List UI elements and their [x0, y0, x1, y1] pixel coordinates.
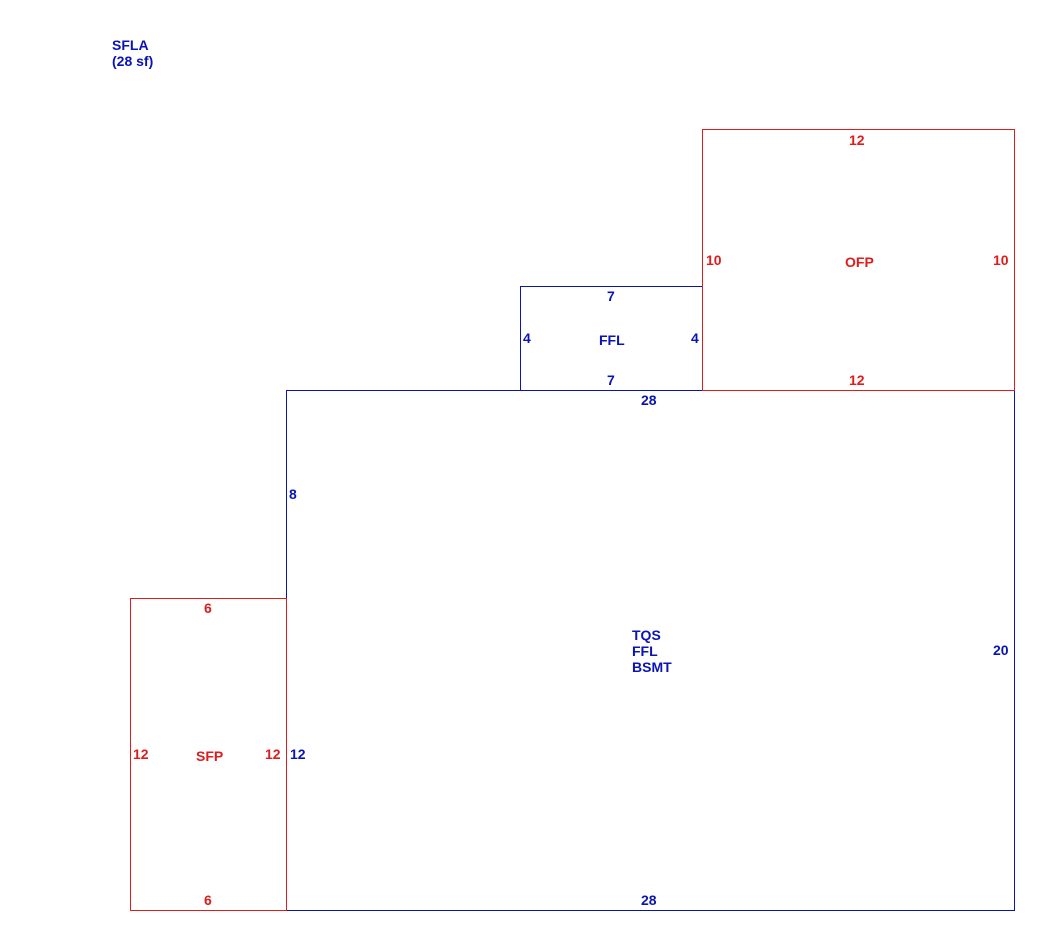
main-area-labels: TQS FFL BSMT: [632, 627, 672, 675]
sfla-label: SFLA: [112, 37, 149, 53]
main-label-bsmt: BSMT: [632, 659, 672, 675]
sfla-summary: SFLA (28 sf): [112, 37, 153, 69]
ofp-top-dimension: 12: [849, 132, 865, 148]
main-left-lower-dimension: 12: [290, 746, 306, 762]
ffl-left-dimension: 4: [523, 330, 531, 346]
ffl-top-dimension: 7: [607, 288, 615, 304]
main-right-dimension: 20: [993, 642, 1009, 658]
ofp-name: OFP: [845, 254, 874, 270]
main-label-ffl: FFL: [632, 643, 658, 659]
sfp-area-outline: [130, 598, 287, 911]
main-label-tqs: TQS: [632, 627, 661, 643]
main-left-upper-dimension: 8: [289, 486, 297, 502]
ffl-bottom-dimension: 7: [607, 372, 615, 388]
ffl-name: FFL: [599, 332, 625, 348]
ofp-left-dimension: 10: [706, 252, 722, 268]
ofp-area-outline: [702, 129, 1015, 391]
ofp-right-dimension: 10: [993, 252, 1009, 268]
ffl-right-dimension: 4: [691, 330, 699, 346]
sfp-right-dimension: 12: [265, 746, 281, 762]
main-bottom-dimension: 28: [641, 892, 657, 908]
sfla-area: (28 sf): [112, 53, 154, 69]
sfp-bottom-dimension: 6: [204, 892, 212, 908]
main-top-dimension: 28: [641, 392, 657, 408]
sfp-left-dimension: 12: [133, 746, 149, 762]
ofp-bottom-dimension: 12: [849, 372, 865, 388]
sfp-name: SFP: [196, 748, 224, 764]
sfp-top-dimension: 6: [204, 600, 212, 616]
